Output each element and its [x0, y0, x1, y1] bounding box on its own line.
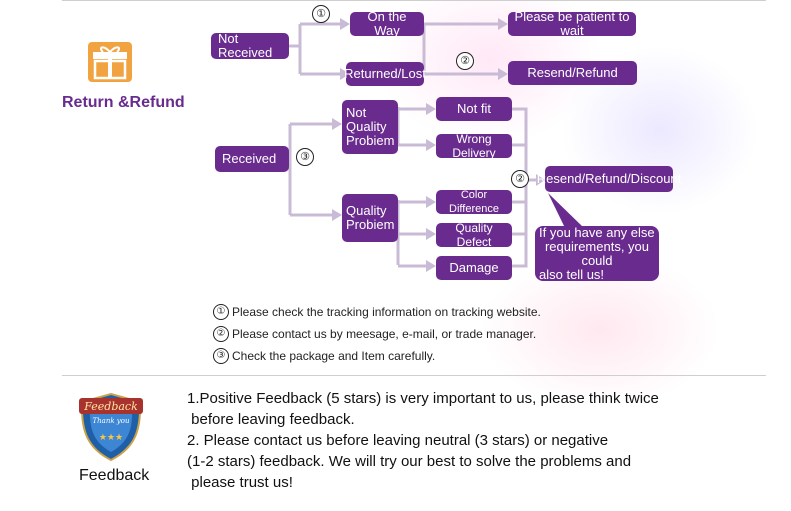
not-quality-line-2: Quality [346, 119, 387, 134]
badge-stars-icon: ★★★ [99, 432, 123, 442]
flow-connectors [288, 18, 584, 272]
speech-note-line-1: If you have any else [539, 224, 655, 240]
speech-note-line-2: requirements, you could [544, 238, 650, 268]
please-wait-box: Please be patient to wait [508, 10, 636, 38]
feedback-label: Feedback [79, 467, 150, 484]
not-quality-line-1: Not [346, 105, 367, 120]
quality-defect-box: Quality Defect [436, 221, 512, 249]
speech-note-box: If you have any else requirements, you c… [535, 224, 659, 282]
wrong-delivery-box: Wrong Delivery [436, 132, 512, 160]
not-received-box: Not Received [211, 32, 289, 60]
note-3-mark: ③ [213, 348, 229, 364]
feedback-line-2: before leaving feedback. [187, 411, 355, 428]
received-box: Received [215, 146, 289, 172]
marker-1: ① [312, 5, 330, 23]
speech-note-line-3: also tell us! [539, 266, 605, 282]
feedback-line-5: please trust us! [187, 474, 293, 491]
not-quality-line-3: Probiem [346, 133, 395, 148]
quality-line-1: Quality [346, 203, 387, 218]
returned-lost-box: Returned/Lost [344, 62, 426, 86]
note-1-text: Please check the tracking information on… [232, 305, 541, 319]
quality-problem-box: Quality Probiem [342, 194, 398, 242]
gift-icon [88, 42, 132, 82]
feedback-line-3: 2. Please contact us before leaving neut… [187, 432, 609, 449]
top-divider [62, 0, 766, 1]
note-3-text: Check the package and Item carefully. [232, 349, 436, 363]
not-fit-box: Not fit [436, 97, 512, 121]
marker-2-top: ② [456, 52, 474, 70]
section-title: Return &Refund [62, 94, 185, 111]
note-1: ① Please check the tracking information … [213, 304, 541, 320]
marker-3: ③ [296, 148, 314, 166]
feedback-line-1: 1.Positive Feedback (5 stars) is very im… [187, 390, 659, 407]
color-difference-box: Color Difference [436, 189, 512, 215]
note-2-text: Please contact us by meesage, e-mail, or… [232, 327, 537, 341]
quality-line-2: Probiem [346, 217, 395, 232]
feedback-line-4: (1-2 stars) feedback. We will try our be… [187, 453, 632, 470]
badge-text-2: Thank you [92, 417, 129, 425]
marker-2-right: ② [511, 170, 529, 188]
note-2: ② Please contact us by meesage, e-mail, … [213, 326, 536, 342]
on-the-way-box: On the Way [350, 10, 424, 38]
damage-box: Damage [436, 256, 512, 280]
not-quality-problem-box: Not Quality Probiem [342, 100, 398, 154]
section-divider [62, 375, 766, 376]
resend-refund-discount-box: Resend/Refund/Discount [537, 166, 681, 192]
note-2-mark: ② [213, 326, 229, 342]
note-3: ③ Check the package and Item carefully. [213, 348, 435, 364]
speech-tail [548, 193, 584, 230]
badge-text-1: Feedback [83, 400, 138, 413]
feedback-badge-icon: Feedback Thank you ★★★ [77, 390, 145, 462]
resend-refund-box: Resend/Refund [508, 61, 637, 85]
feedback-text: 1.Positive Feedback (5 stars) is very im… [187, 388, 727, 493]
note-1-mark: ① [213, 304, 229, 320]
